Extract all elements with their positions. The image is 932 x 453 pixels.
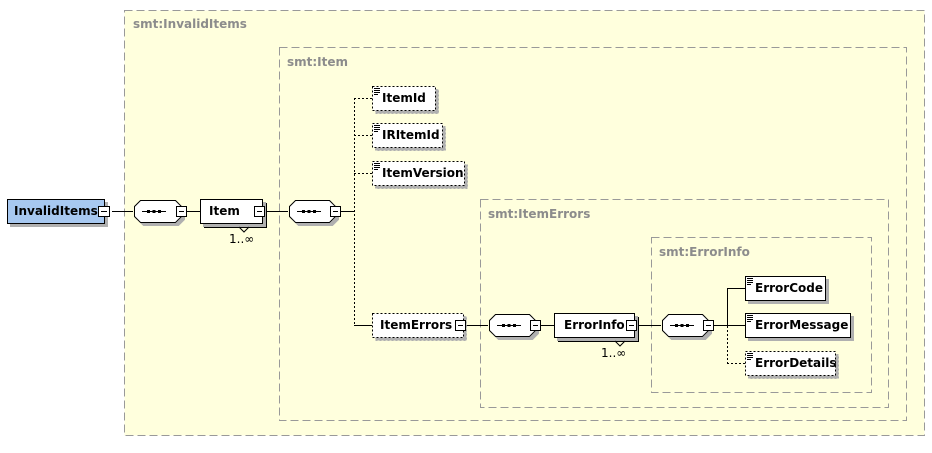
element-label-item-version: ItemVersion xyxy=(382,166,464,180)
element-ir-item-id[interactable] xyxy=(372,123,443,148)
element-label-error-details: ErrorDetails xyxy=(755,356,837,370)
element-invalid-items[interactable] xyxy=(7,199,110,224)
element-error-code[interactable] xyxy=(745,276,826,301)
element-label-error-code: ErrorCode xyxy=(755,281,823,295)
element-label-item: Item xyxy=(209,204,240,218)
occurrence-label-item: 1..∞ xyxy=(229,232,255,246)
group-label-item: smt:Item xyxy=(287,55,349,69)
connectors xyxy=(112,98,745,364)
text-content-icon xyxy=(374,88,380,95)
text-content-icon xyxy=(747,353,753,360)
text-content-icon xyxy=(747,278,753,285)
element-item-id[interactable] xyxy=(372,86,436,111)
sequence-compositor-icon xyxy=(289,200,341,223)
element-error-message[interactable] xyxy=(745,313,851,338)
sequence-compositor-icon xyxy=(489,314,541,337)
element-label-error-message: ErrorMessage xyxy=(755,318,849,332)
element-item-errors[interactable] xyxy=(372,313,466,338)
element-item-version[interactable] xyxy=(372,161,465,186)
sequence-compositor-icon xyxy=(134,200,187,223)
group-label-error-info: smt:ErrorInfo xyxy=(659,245,750,259)
element-label-error-info: ErrorInfo xyxy=(564,318,625,332)
group-label-item-errors: smt:ItemErrors xyxy=(488,207,591,221)
text-content-icon xyxy=(374,125,380,132)
occurrence-label-error-info: 1..∞ xyxy=(601,346,627,360)
element-label-invalid-items: InvalidItems xyxy=(14,204,98,218)
element-item[interactable] xyxy=(200,199,267,233)
text-content-icon xyxy=(747,315,753,322)
element-error-details[interactable] xyxy=(745,351,836,376)
text-content-icon xyxy=(374,163,380,170)
group-label-invalid-items: smt:InvalidItems xyxy=(133,17,247,31)
element-label-ir-item-id: IRItemId xyxy=(382,128,440,142)
element-label-item-id: ItemId xyxy=(382,91,426,105)
sequence-compositor-icon xyxy=(662,314,714,337)
element-label-item-errors: ItemErrors xyxy=(380,318,453,332)
element-error-info[interactable] xyxy=(554,313,639,347)
